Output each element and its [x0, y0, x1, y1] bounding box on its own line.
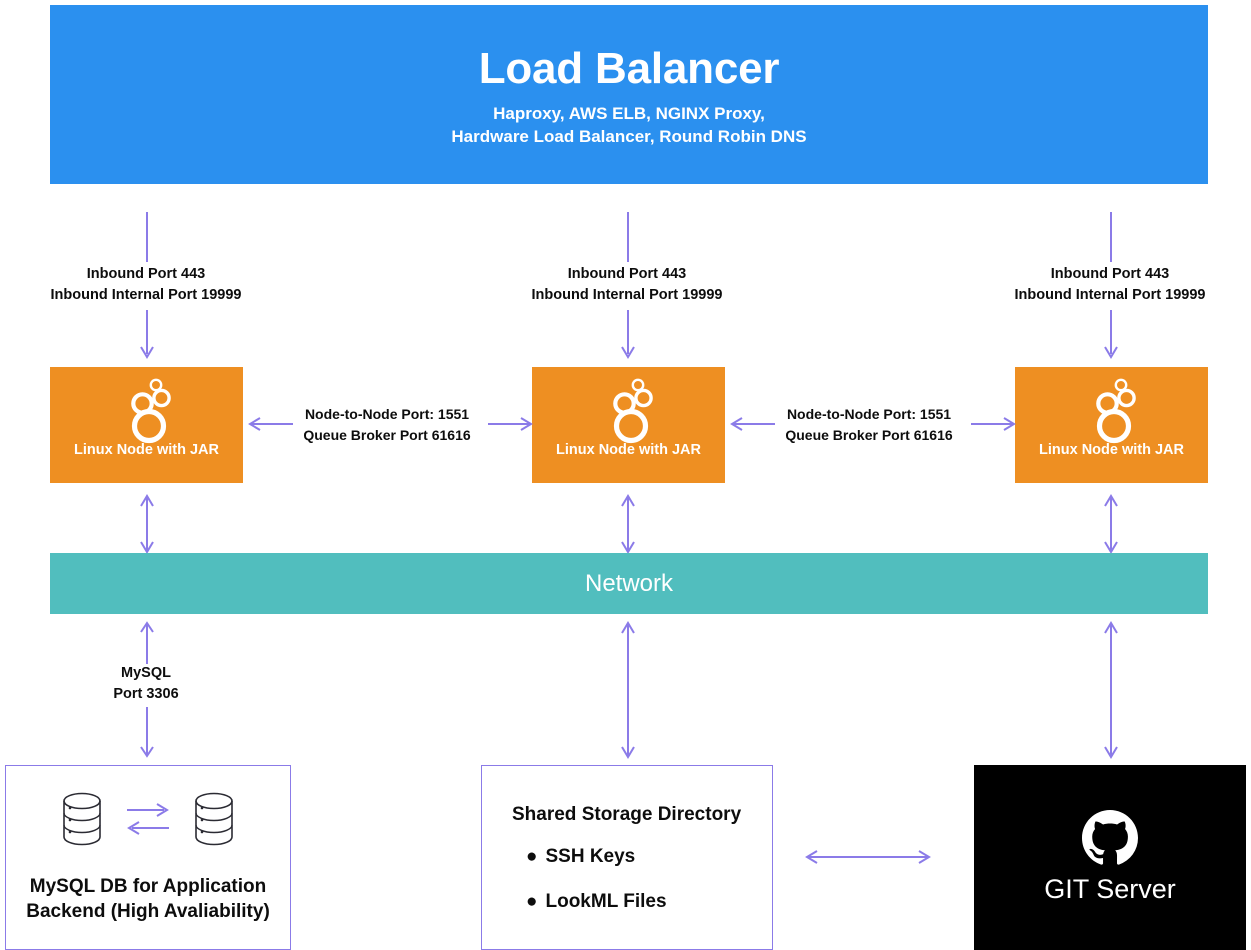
inbound-label-3-line1: Inbound Port 443: [1050, 266, 1170, 282]
inbound-label-2: Inbound Port 443 Inbound Internal Port 1…: [477, 264, 777, 306]
node-1-to-node-2-arrow-right: [488, 417, 533, 431]
linux-node-3-label: Linux Node with JAR: [1039, 442, 1184, 458]
bullet-icon: ●: [526, 846, 538, 867]
linux-node-1-label: Linux Node with JAR: [74, 442, 219, 458]
shared-storage-to-git-server-arrow: [805, 850, 931, 864]
mysql-database-box: MySQL DB for Application Backend (High A…: [5, 765, 291, 950]
looker-logo-icon: [1095, 378, 1136, 444]
node-to-node-label-1-line1: Node-to-Node Port: 1551: [304, 406, 470, 422]
mysql-database-caption-line2: Backend (High Avaliability): [26, 901, 270, 923]
node-2-to-node-3-arrow-right: [971, 417, 1016, 431]
network-band: Network: [50, 553, 1208, 614]
network-to-git-server-arrow: [1104, 621, 1118, 759]
database-replication-group: [6, 792, 290, 846]
lb-to-node-3-arrow: [1104, 310, 1118, 359]
database-cylinder-icon: [63, 792, 101, 846]
database-sync-arrows: [127, 803, 169, 835]
network-label: Network: [584, 569, 674, 597]
arrow-right-icon: [127, 803, 169, 817]
mysql-connection-label-line1: MySQL: [121, 665, 171, 681]
load-balancer-box: Load Balancer Haproxy, AWS ELB, NGINX Pr…: [50, 5, 1208, 184]
arrow-left-icon: [127, 821, 169, 835]
bullet-icon: ●: [526, 891, 538, 912]
looker-logo-icon: [130, 378, 171, 444]
node-2-to-node-3-arrow-left: [730, 417, 775, 431]
load-balancer-subtitle-line1: Haproxy, AWS ELB, NGINX Proxy,: [493, 104, 765, 124]
database-cylinder-icon: [195, 792, 233, 846]
linux-node-2: Linux Node with JAR: [532, 367, 725, 483]
inbound-label-1: Inbound Port 443 Inbound Internal Port 1…: [0, 264, 296, 306]
node-2-to-network-arrow: [621, 494, 635, 554]
inbound-label-2-line2: Inbound Internal Port 19999: [531, 287, 723, 304]
network-to-database-arrow-lower: [140, 707, 154, 758]
linux-node-3: Linux Node with JAR: [1015, 367, 1208, 483]
shared-storage-title: Shared Storage Directory: [512, 804, 742, 825]
network-to-database-arrow-upper: [140, 621, 154, 664]
git-server-label: GIT Server: [1044, 874, 1176, 904]
node-to-node-label-2-line2: Queue Broker Port 61616: [785, 427, 953, 443]
lb-to-node-1-line-upper: [146, 212, 148, 262]
lb-to-node-2-arrow: [621, 310, 635, 359]
node-to-node-label-2-line1: Node-to-Node Port: 1551: [786, 406, 952, 422]
shared-storage-item-label: SSH Keys: [545, 846, 636, 867]
github-octocat-icon: [1082, 810, 1138, 865]
shared-storage-box: Shared Storage Directory ● SSH Keys ● Look…: [481, 765, 773, 950]
load-balancer-title: Load Balancer: [478, 43, 780, 93]
inbound-label-1-line1: Inbound Port 443: [86, 266, 206, 282]
mysql-connection-label: MySQL Port 3306: [46, 663, 246, 705]
inbound-label-2-line1: Inbound Port 443: [567, 266, 687, 282]
git-server-box: GIT Server: [974, 765, 1246, 950]
mysql-database-caption-line1: MySQL DB for Application: [29, 875, 267, 897]
node-to-node-label-1-line2: Queue Broker Port 61616: [303, 427, 471, 443]
node-to-node-label-2: Node-to-Node Port: 1551 Queue Broker Por…: [764, 404, 974, 446]
looker-logo-icon: [612, 378, 653, 444]
load-balancer-subtitle: Haproxy, AWS ELB, NGINX Proxy, Hardware …: [451, 103, 806, 149]
load-balancer-subtitle-line2: Hardware Load Balancer, Round Robin DNS: [451, 127, 807, 147]
inbound-label-1-line2: Inbound Internal Port 19999: [50, 287, 242, 304]
inbound-label-3-line2: Inbound Internal Port 19999: [1014, 287, 1206, 304]
linux-node-2-label: Linux Node with JAR: [556, 442, 701, 458]
mysql-connection-label-line2: Port 3306: [113, 686, 179, 703]
lb-to-node-3-line-upper: [1110, 212, 1112, 262]
node-1-to-node-2-arrow-left: [248, 417, 293, 431]
node-1-to-network-arrow: [140, 494, 154, 554]
lb-to-node-2-line-upper: [627, 212, 629, 262]
list-item: ● LookML Files: [526, 891, 667, 913]
list-item: ● SSH Keys: [526, 846, 667, 868]
linux-node-1: Linux Node with JAR: [50, 367, 243, 483]
lb-to-node-1-arrow: [140, 310, 154, 359]
inbound-label-3: Inbound Port 443 Inbound Internal Port 1…: [960, 264, 1251, 306]
node-to-node-label-1: Node-to-Node Port: 1551 Queue Broker Por…: [282, 404, 492, 446]
mysql-database-caption: MySQL DB for Application Backend (High A…: [12, 874, 284, 925]
shared-storage-item-label: LookML Files: [545, 891, 667, 912]
node-3-to-network-arrow: [1104, 494, 1118, 554]
shared-storage-list: ● SSH Keys ● LookML Files: [526, 846, 667, 936]
network-to-shared-storage-arrow: [621, 621, 635, 759]
